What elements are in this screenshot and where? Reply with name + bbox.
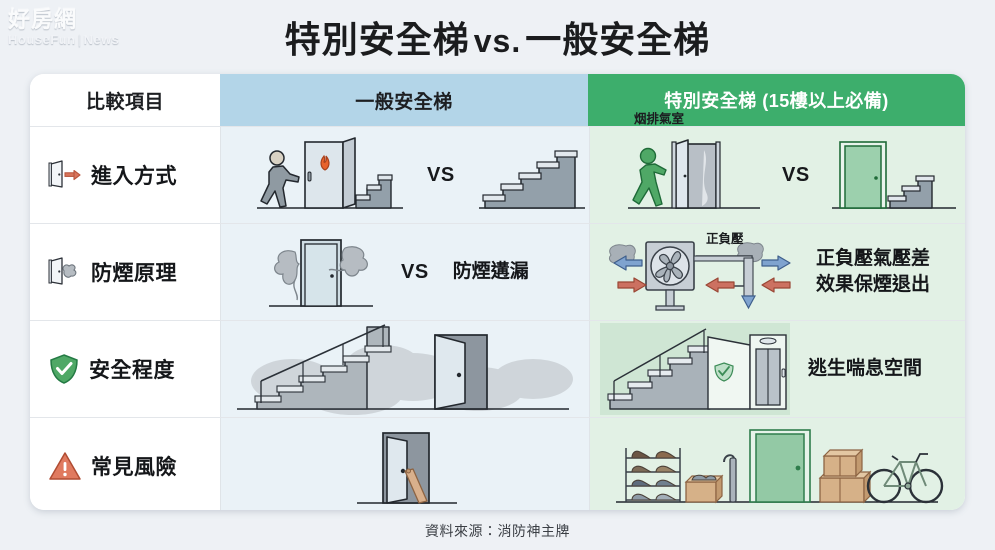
door-leaking-smoke-illustration	[265, 232, 377, 312]
row-label-text: 防煙原理	[91, 262, 177, 285]
header-cell-label: 比較項目	[30, 74, 220, 126]
smoke-filled-stairwell-illustration	[233, 323, 573, 415]
row-label-cell-smoke: 防煙原理	[30, 224, 220, 320]
open-door-arrow-icon	[48, 160, 82, 190]
row-special-cell-risk	[589, 418, 965, 510]
row-label-cell-risk: 常見風險	[30, 418, 220, 510]
source-caption: 資料來源：消防神主牌	[425, 523, 570, 539]
special-safety-note: 逃生喘息空間	[808, 358, 923, 379]
protected-stairwell-elevator-illustration	[600, 323, 790, 415]
row-label-text: 進入方式	[91, 165, 177, 188]
warning-triangle-icon	[48, 451, 82, 482]
pressure-diagram-label: 正負壓	[706, 232, 744, 246]
row-label-cell-entry: 進入方式	[30, 127, 220, 223]
smoke-vestibule-label: 烟排氣室	[634, 112, 685, 126]
title-general: 一般安全梯	[525, 19, 711, 60]
header-special-text: 特別安全梯 (15樓以上必備)	[664, 91, 889, 111]
shield-check-icon	[48, 353, 80, 385]
person-pushing-burning-door-illustration	[255, 136, 405, 214]
row-label-text: 常見風險	[91, 456, 177, 479]
header-cell-special: 特別安全梯 (15樓以上必備)	[588, 74, 965, 126]
staircase-illustration	[477, 136, 587, 214]
table-row: 常見風險	[30, 417, 965, 510]
vs-label: VS	[782, 163, 810, 186]
comparison-table-card: 比較項目 一般安全梯 特別安全梯 (15樓以上必備)	[30, 74, 965, 510]
row-general-cell-safety	[220, 321, 589, 417]
row-general-cell-entry: VS	[220, 127, 589, 223]
door-smoke-icon	[48, 257, 82, 287]
row-special-cell-safety: 逃生喘息空間	[589, 321, 965, 417]
header-label-text: 比較項目	[85, 91, 164, 113]
special-smoke-note-line1: 正負壓氣壓差	[816, 248, 931, 269]
header-general-text: 一般安全梯	[355, 91, 453, 113]
vs-label: VS	[427, 163, 455, 186]
table-row: 進入方式	[30, 112, 965, 223]
pressure-fan-diagram-illustration: 正負壓	[604, 230, 800, 314]
row-special-cell-smoke: 正負壓	[589, 224, 965, 320]
table-row: 安全程度	[30, 320, 965, 417]
green-door-with-stairs-illustration	[830, 136, 958, 214]
table-row: 防煙原理	[30, 223, 965, 320]
cluttered-corridor-illustration	[612, 422, 944, 510]
vs-label: VS	[401, 260, 429, 283]
row-label-text: 安全程度	[89, 359, 175, 382]
header-cell-general: 一般安全梯	[220, 74, 588, 126]
row-special-cell-entry: 烟排氣室 VS	[589, 112, 965, 223]
title-vs: vs.	[473, 23, 522, 59]
door-propped-open-illustration	[337, 423, 473, 509]
row-general-cell-risk	[220, 418, 589, 510]
row-label-cell-safety: 安全程度	[30, 321, 220, 417]
table-header-row: 比較項目 一般安全梯 特別安全梯 (15樓以上必備)	[30, 74, 965, 126]
general-smoke-note: 防煙遘漏	[452, 261, 529, 282]
special-smoke-note-line2: 效果保煙退出	[816, 274, 931, 295]
special-smoke-note: 正負壓氣壓差 效果保煙退出	[816, 246, 930, 298]
title-special: 特別安全梯	[284, 19, 470, 60]
comparison-grid: 比較項目 一般安全梯 特別安全梯 (15樓以上必備)	[30, 74, 965, 510]
row-general-cell-smoke: VS 防煙遘漏	[220, 224, 589, 320]
person-entering-smoke-vestibule-illustration: 烟排氣室	[626, 112, 762, 214]
